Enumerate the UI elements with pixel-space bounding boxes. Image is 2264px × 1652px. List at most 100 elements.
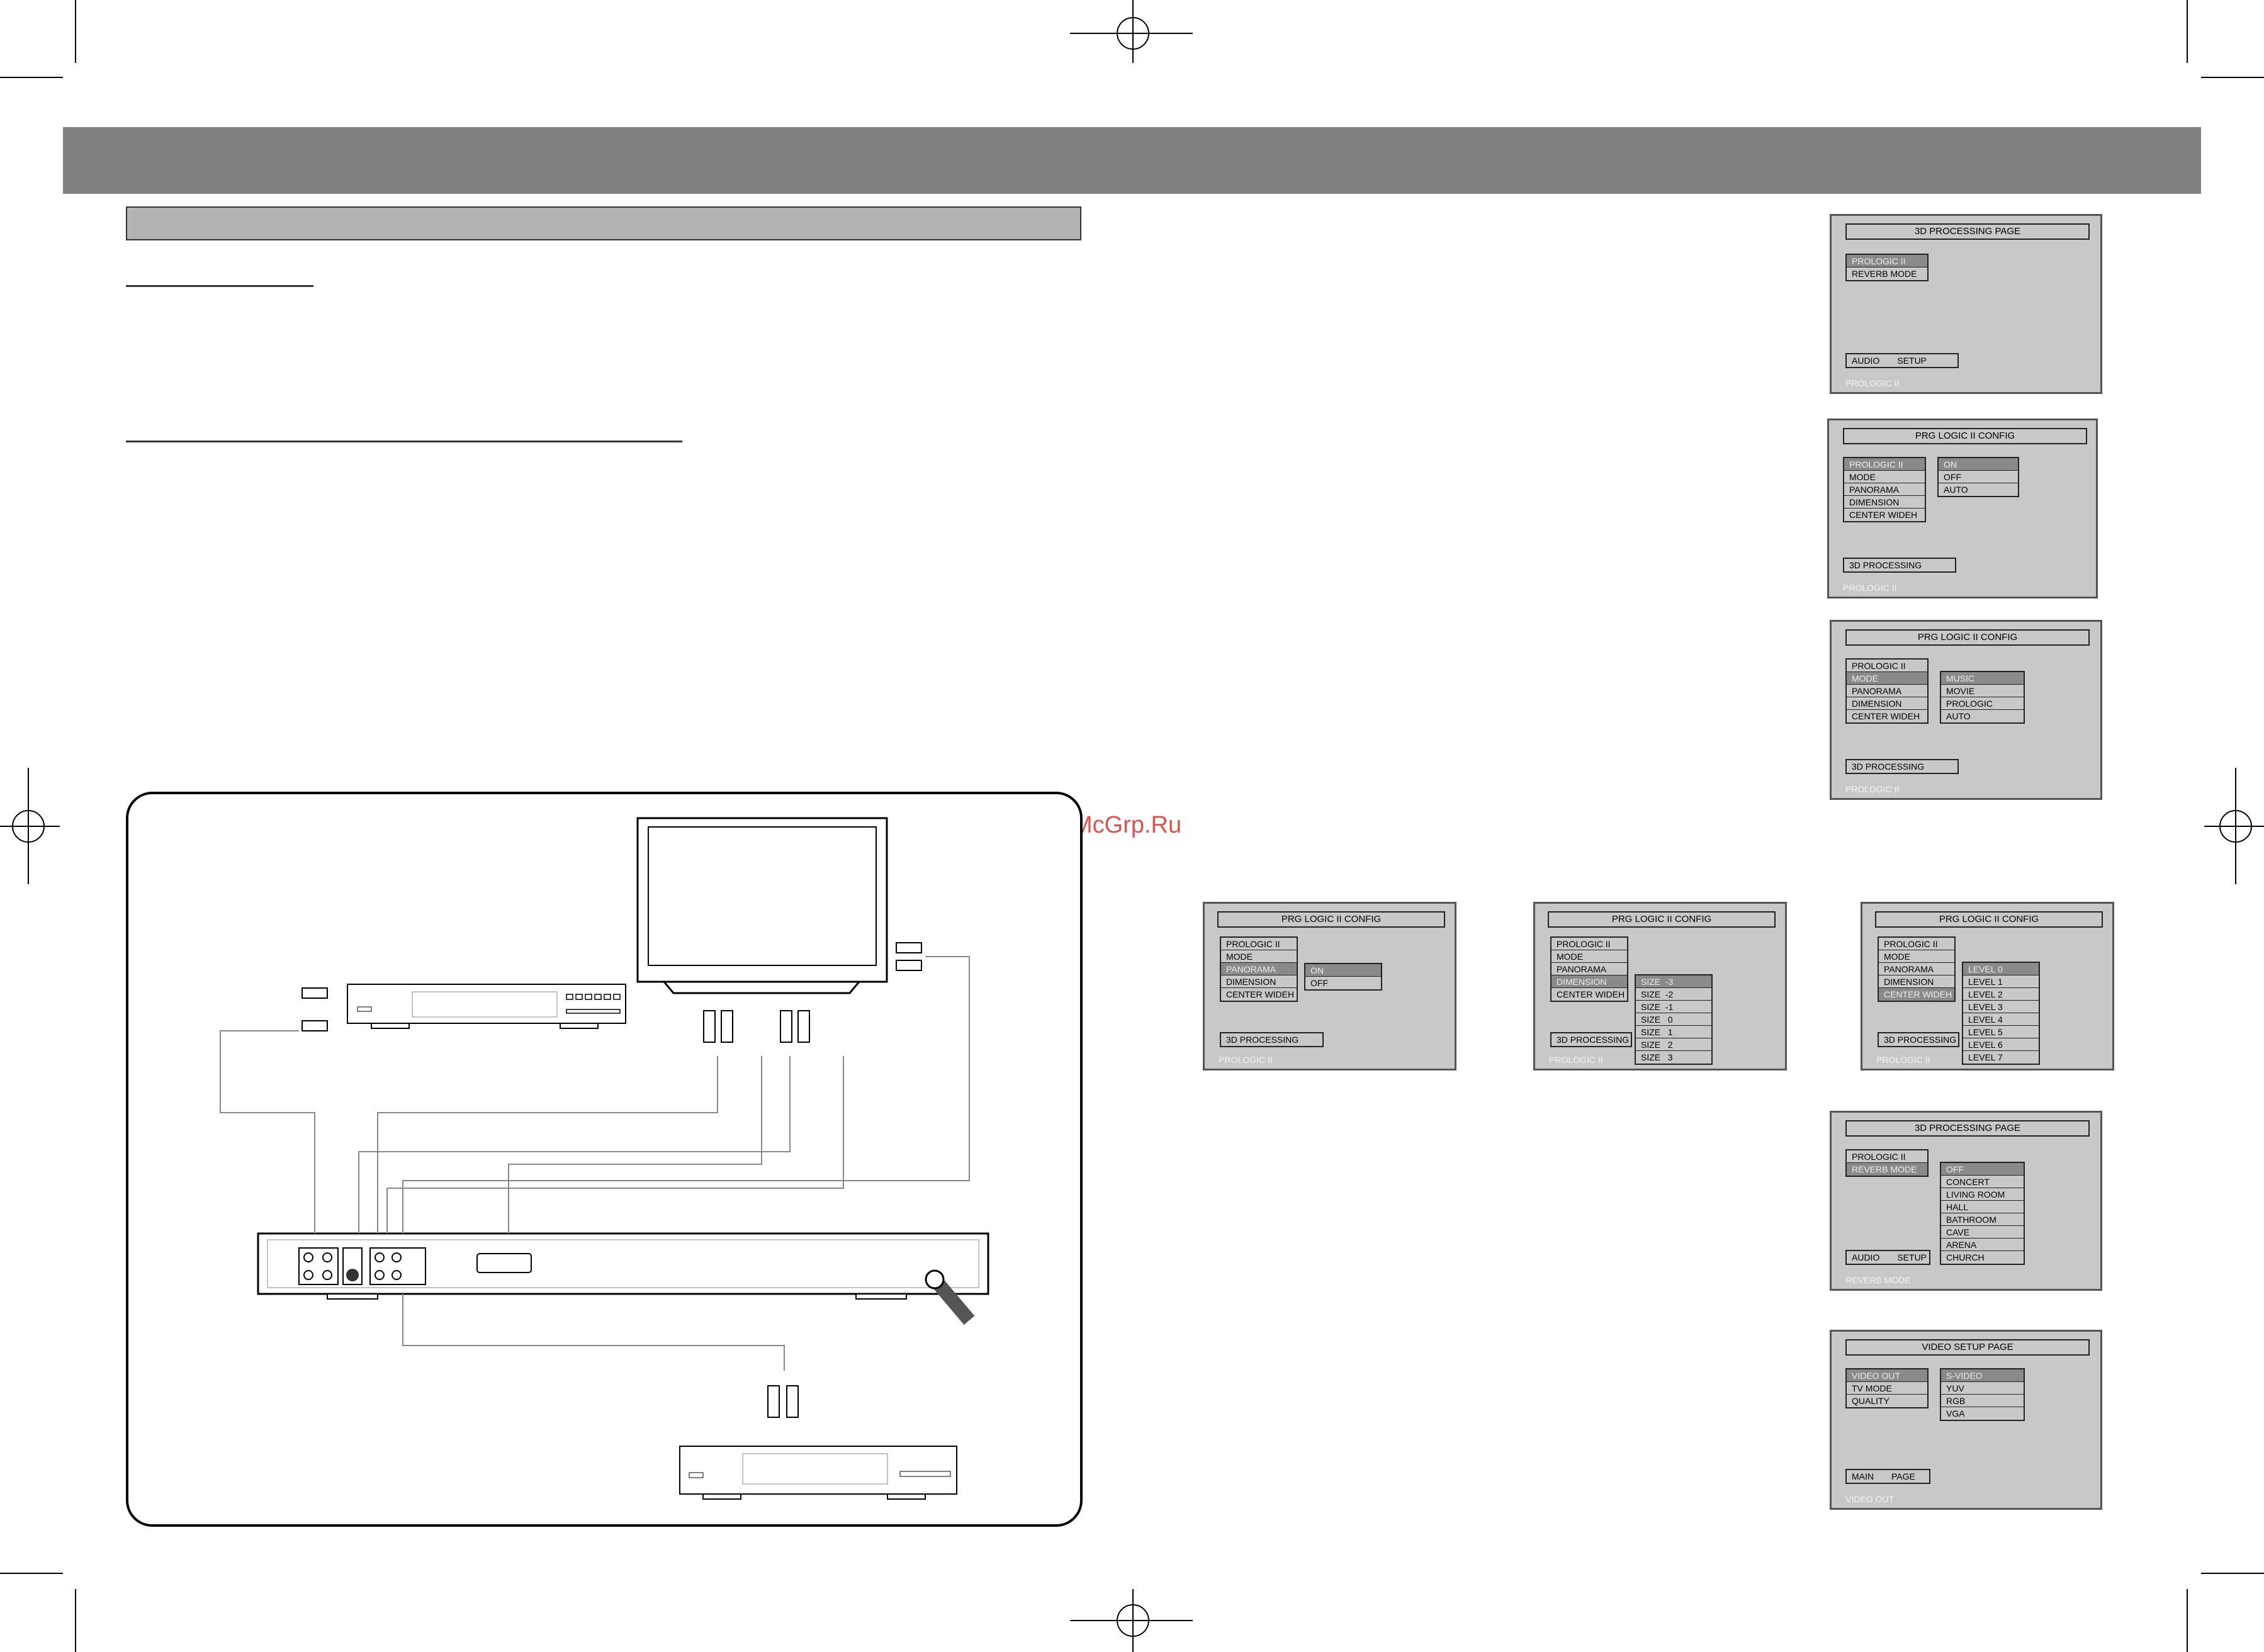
menu-item[interactable]: DIMENSION <box>1844 496 1925 509</box>
menu-item[interactable]: PANORAMA <box>1847 685 1927 697</box>
option-item[interactable]: S-VIDEO <box>1941 1369 2024 1382</box>
menu-item[interactable]: MODE <box>1552 950 1627 963</box>
option-item[interactable]: LEVEL 7 <box>1968 1052 2003 1062</box>
option-item[interactable]: SIZE 1 <box>1636 1026 1711 1038</box>
option-item[interactable]: ARENA <box>1941 1239 2024 1251</box>
option-item[interactable]: LEVEL 0 <box>1963 963 2039 975</box>
panel-title: PRG LOGIC II CONFIG <box>1217 911 1445 928</box>
panel-title: 3D PROCESSING PAGE <box>1845 223 2090 240</box>
menu-item[interactable]: PROLOGIC II <box>1221 938 1297 950</box>
option-item[interactable]: YUV <box>1941 1382 2024 1395</box>
menu-item[interactable]: PANORAMA <box>1221 963 1297 975</box>
option-item[interactable]: SIZE -2 <box>1636 988 1711 1001</box>
option-item[interactable]: AUTO <box>1944 485 1968 495</box>
option-item[interactable]: SIZE 3 <box>1641 1052 1673 1062</box>
menu-item[interactable]: CENTER WIDEH <box>1226 989 1295 999</box>
panel-footer: AUDIO SETUP <box>1845 353 1959 368</box>
panel-status: PROLOGIC II <box>1219 1055 1273 1065</box>
option-item[interactable]: SIZE -1 <box>1636 1001 1711 1013</box>
option-item[interactable]: AUTO <box>1946 711 1971 721</box>
footer-label: AUDIO <box>1852 1252 1880 1262</box>
panel-status: VIDEO OUT <box>1845 1494 1895 1504</box>
option-item[interactable]: SIZE -3 <box>1636 975 1711 988</box>
option-item[interactable]: PROLOGIC <box>1941 697 2024 710</box>
option-item[interactable]: CHURCH <box>1946 1252 1985 1262</box>
option-item[interactable]: BATHROOM <box>1941 1213 2024 1226</box>
menu-item[interactable]: PROLOGIC II <box>1847 255 1927 267</box>
menu-item[interactable]: TV MODE <box>1847 1382 1927 1395</box>
subheading-rule-1 <box>126 285 313 287</box>
menu-item[interactable]: PROLOGIC II <box>1844 458 1925 471</box>
option-item[interactable]: SIZE 0 <box>1636 1013 1711 1026</box>
option-item[interactable]: ON <box>1305 964 1381 977</box>
option-item[interactable]: HALL <box>1941 1201 2024 1213</box>
menu-item[interactable]: CENTER WIDEH <box>1879 988 1954 1001</box>
option-item[interactable]: OFF <box>1939 471 2018 483</box>
menu-item[interactable]: DIMENSION <box>1879 975 1954 988</box>
footer-label: 3D PROCESSING <box>1226 1035 1299 1045</box>
option-item[interactable]: LEVEL 5 <box>1963 1026 2039 1038</box>
option-item[interactable]: MUSIC <box>1941 672 2024 685</box>
panel-status: PROLOGIC II <box>1876 1055 1930 1065</box>
menu-item[interactable]: MODE <box>1879 950 1954 963</box>
menu-item[interactable]: MODE <box>1221 950 1297 963</box>
option-item[interactable]: LEVEL 2 <box>1963 988 2039 1001</box>
panel-3d-processing-prologic: 3D PROCESSING PAGE PROLOGIC II REVERB MODE… <box>1830 214 2102 394</box>
menu-item[interactable]: PROLOGIC II <box>1847 660 1927 672</box>
panel-title: 3D PROCESSING PAGE <box>1845 1120 2090 1137</box>
menu-item[interactable]: PROLOGIC II <box>1847 1150 1927 1163</box>
footer-label: AUDIO <box>1852 356 1880 366</box>
option-item[interactable]: CAVE <box>1941 1226 2024 1239</box>
menu-item[interactable]: CENTER WIDEH <box>1849 510 1918 520</box>
option-item[interactable]: SIZE 2 <box>1636 1038 1711 1051</box>
option-item[interactable]: LIVING ROOM <box>1941 1188 2024 1201</box>
menu-item[interactable]: DIMENSION <box>1552 975 1627 988</box>
menu-item[interactable]: PANORAMA <box>1879 963 1954 975</box>
option-item[interactable]: OFF <box>1310 978 1328 988</box>
menu-item[interactable]: VIDEO OUT <box>1847 1369 1927 1382</box>
menu-item[interactable]: DIMENSION <box>1221 975 1297 988</box>
panel-footer: 3D PROCESSING <box>1845 759 1959 774</box>
option-item[interactable]: MOVIE <box>1941 685 2024 697</box>
option-item[interactable]: LEVEL 6 <box>1963 1038 2039 1051</box>
menu-item[interactable]: PROLOGIC II <box>1879 938 1954 950</box>
menu-item[interactable]: CENTER WIDEH <box>1557 989 1625 999</box>
menu-item[interactable]: QUALITY <box>1852 1396 1889 1406</box>
option-item[interactable]: CONCERT <box>1941 1176 2024 1188</box>
option-item[interactable]: LEVEL 1 <box>1963 975 2039 988</box>
menu-item[interactable]: MODE <box>1847 672 1927 685</box>
option-item[interactable]: RGB <box>1941 1395 2024 1407</box>
footer-label: PAGE <box>1891 1471 1915 1481</box>
option-item[interactable]: VGA <box>1946 1408 1965 1419</box>
panel-menu: PROLOGIC II REVERB MODE <box>1845 254 1929 281</box>
menu-item[interactable]: CENTER WIDEH <box>1852 711 1920 721</box>
menu-item[interactable]: REVERB MODE <box>1847 1163 1927 1176</box>
menu-item[interactable]: PANORAMA <box>1552 963 1627 975</box>
menu-item[interactable]: DIMENSION <box>1847 697 1927 710</box>
option-item[interactable]: LEVEL 3 <box>1963 1001 2039 1013</box>
option-item[interactable]: OFF <box>1941 1163 2024 1176</box>
menu-item[interactable]: PANORAMA <box>1844 483 1925 496</box>
option-item[interactable]: LEVEL 4 <box>1963 1013 2039 1026</box>
menu-item[interactable]: MODE <box>1844 471 1925 483</box>
footer-label: SETUP <box>1897 356 1927 366</box>
footer-label: 3D PROCESSING <box>1852 761 1925 772</box>
menu-item[interactable]: PROLOGIC II <box>1552 938 1627 950</box>
menu-item[interactable]: REVERB MODE <box>1852 269 1917 279</box>
option-item[interactable]: ON <box>1939 458 2018 471</box>
panel-status: PROLOGIC II <box>1845 784 1900 794</box>
